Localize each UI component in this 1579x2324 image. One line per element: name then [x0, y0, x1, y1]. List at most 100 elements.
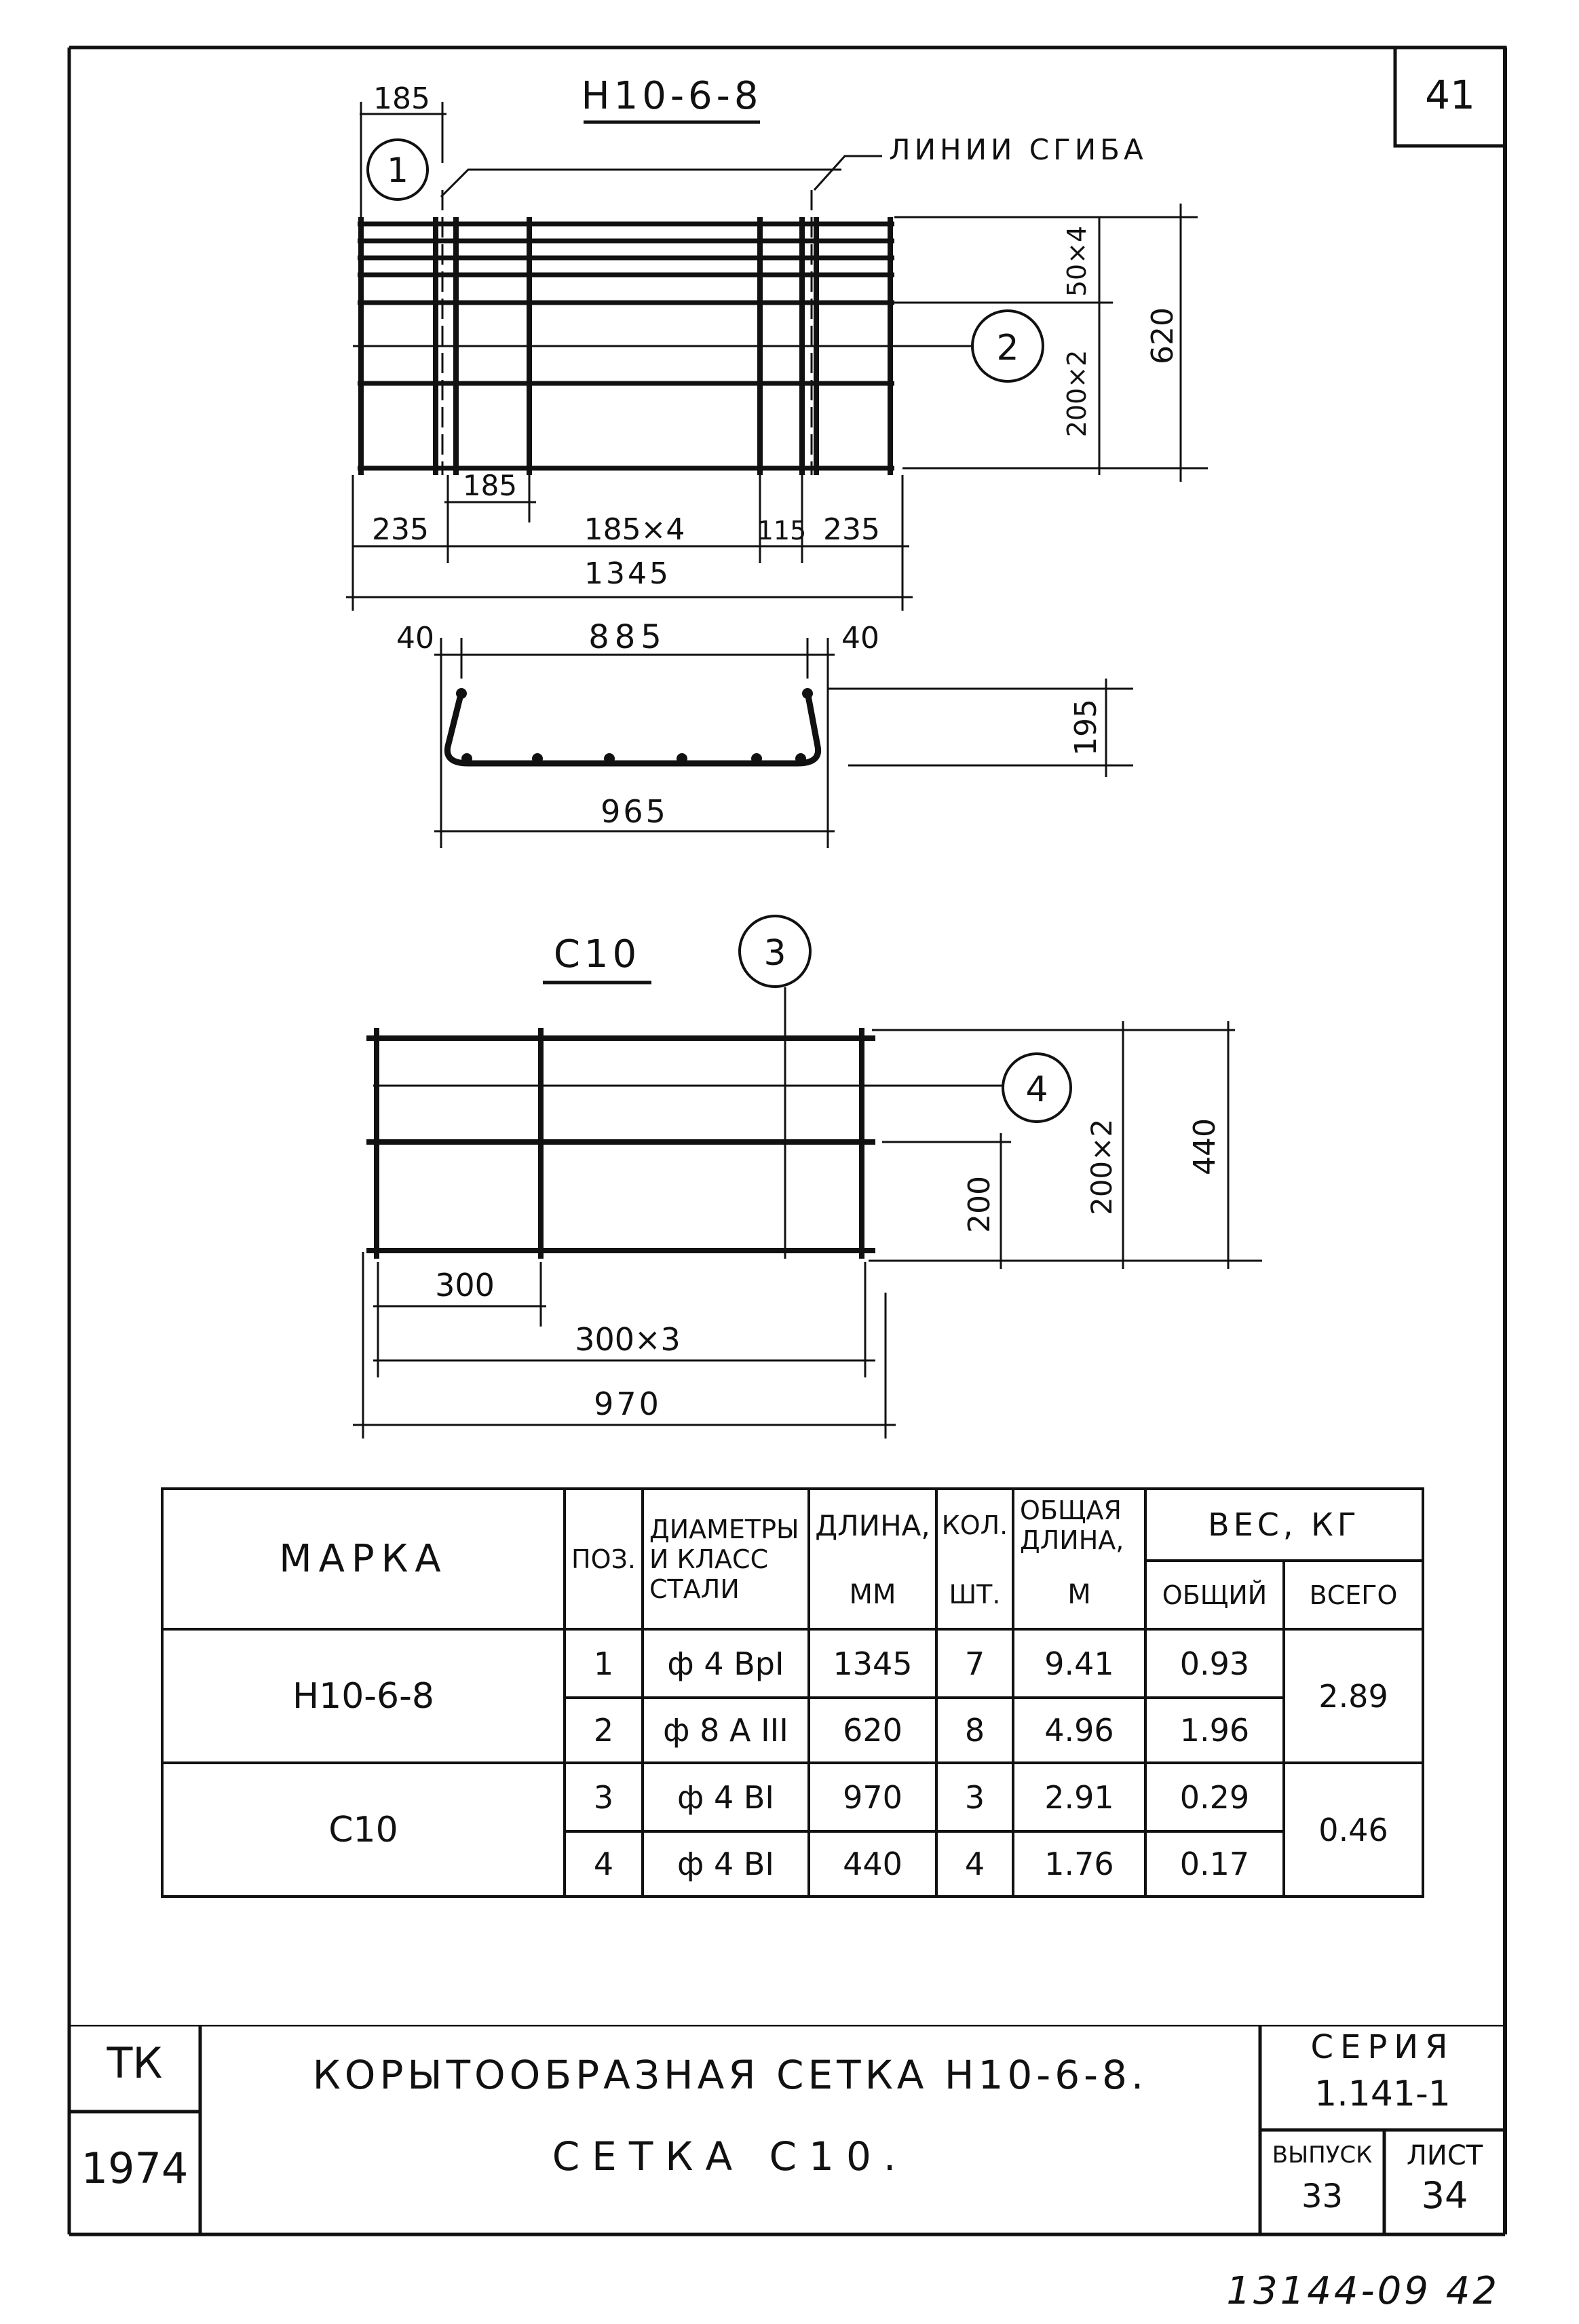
header-total-length-unit: М [1012, 1561, 1147, 1631]
position-marker-3 [738, 915, 812, 988]
diam-cell: ф 4 ВI [641, 1830, 810, 1898]
position-marker-4-label: 4 [1025, 1069, 1048, 1110]
dim-200x2-right: 200×2 [1062, 350, 1092, 438]
length-cell: 1345 [807, 1628, 938, 1700]
issue-value: 33 [1301, 2177, 1344, 2215]
document-title-line1: КОРЫТООБРАЗНАЯ СЕТКА Н10-6-8. [312, 2052, 1148, 2098]
weight-total-cell: 2.89 [1282, 1628, 1425, 1764]
table-row: Н10-6-8 1 ф 4 ВрI 1345 7 9.41 0.93 2.89 [161, 1628, 1425, 1764]
mesh-c10 [366, 987, 875, 1259]
dim-620: 620 [1145, 307, 1180, 364]
position-marker-1 [366, 138, 429, 201]
dim-185-bottom: 185 [463, 469, 517, 502]
dim-235-left: 235 [372, 512, 429, 547]
bend-lines-label: ЛИНИИ СГИБА [889, 133, 1147, 166]
specification-table: МАРКА ПОЗ. ДИАМЕТРЫ И КЛАСС СТАЛИ ДЛИНА,… [161, 1487, 1425, 1898]
issue-label: ВЫПУСК [1272, 2141, 1373, 2169]
pos-cell: 1 [563, 1628, 644, 1700]
series-label: СЕРИЯ [1310, 2028, 1455, 2066]
dim-200x2-c10: 200×2 [1085, 1119, 1118, 1215]
title-block-lines [69, 2025, 1505, 2234]
dim-185x4: 185×4 [584, 512, 685, 547]
length-cell: 620 [807, 1696, 938, 1764]
handwritten-stamp: 13144-09 42 [1226, 2269, 1500, 2313]
pos-cell: 3 [563, 1761, 644, 1833]
drawing1-dimension-lines [346, 102, 1208, 611]
dim-1345: 1345 [584, 556, 671, 591]
header-qty: КОЛ. [935, 1487, 1014, 1561]
title-block: ТК 1974 КОРЫТООБРАЗНАЯ СЕТКА Н10-6-8. СЕ… [69, 2025, 1505, 2234]
dim-965: 965 [601, 793, 668, 830]
total-length-cell: 2.91 [1012, 1761, 1147, 1833]
bend-line-leader-left [440, 168, 841, 198]
dim-115: 115 [757, 516, 807, 546]
sheet-value: 34 [1421, 2174, 1468, 2217]
dim-185-top: 185 [373, 81, 430, 116]
weight-cell: 0.17 [1144, 1830, 1285, 1898]
qty-cell: 4 [935, 1830, 1014, 1898]
mark-cell: Н10-6-8 [161, 1628, 566, 1764]
position-marker-3-label: 3 [763, 933, 786, 974]
header-length-unit: ММ [807, 1561, 938, 1631]
weight-cell: 1.96 [1144, 1696, 1285, 1764]
diam-cell: ф 8 А III [641, 1696, 810, 1764]
sheet-frame [67, 45, 1507, 2236]
header-length: ДЛИНА, [807, 1487, 938, 1561]
header-total-length: ОБЩАЯ ДЛИНА, [1012, 1487, 1147, 1561]
drawing2-dimension-lines [353, 1021, 1262, 1439]
header-weight: ВЕС, КГ [1143, 1487, 1425, 1563]
org-code: ТК [107, 2038, 163, 2088]
drawing2-title: С10 [554, 932, 641, 976]
total-length-cell: 1.76 [1012, 1830, 1147, 1898]
mark-cell: С10 [161, 1761, 566, 1898]
header-qty-unit: ШТ. [935, 1561, 1014, 1631]
header-pos: ПОЗ. [563, 1487, 644, 1631]
dim-885: 885 [588, 618, 667, 656]
pos-cell: 2 [563, 1696, 644, 1764]
document-title-line2: СЕТКА С10. [552, 2133, 909, 2179]
dim-195: 195 [1069, 699, 1103, 756]
weight-cell: 0.29 [1144, 1761, 1285, 1833]
total-length-cell: 9.41 [1012, 1628, 1147, 1700]
diam-cell: ф 4 ВрI [641, 1628, 810, 1700]
position-marker-1-label: 1 [387, 151, 408, 190]
diam-cell: ф 4 ВI [641, 1761, 810, 1833]
page-number: 41 [1425, 72, 1475, 118]
series-value: 1.141-1 [1314, 2074, 1451, 2114]
header-mark: МАРКА [161, 1487, 566, 1631]
drawing1-title: Н10-6-8 [581, 74, 762, 118]
length-cell: 440 [807, 1830, 938, 1898]
header-weight-total: ОБЩИЙ [1144, 1559, 1285, 1631]
dim-970: 970 [594, 1386, 662, 1422]
qty-cell: 8 [935, 1696, 1014, 1764]
dim-235-right: 235 [823, 512, 880, 547]
year: 1974 [81, 2144, 189, 2193]
dim-200: 200 [962, 1176, 997, 1233]
table-row: С10 3 ф 4 ВI 970 3 2.91 0.29 0.46 [161, 1761, 1425, 1898]
section-dimension-lines [434, 638, 1133, 848]
length-cell: 970 [807, 1761, 938, 1833]
qty-cell: 7 [935, 1628, 1014, 1700]
sheet-label: ЛИСТ [1406, 2140, 1483, 2171]
position-marker-2-label: 2 [996, 328, 1019, 368]
trough-section [444, 691, 822, 767]
header-diameter: ДИАМЕТРЫ И КЛАСС СТАЛИ [641, 1487, 810, 1631]
dim-40-right: 40 [841, 621, 879, 655]
dim-40-left: 40 [396, 621, 434, 655]
header-weight-all: ВСЕГО [1282, 1559, 1425, 1631]
table-row: 4 ф 4 ВI 440 4 1.76 0.17 [162, 1830, 1423, 1898]
table-row: 2 ф 8 А III 620 8 4.96 1.96 [162, 1696, 1423, 1764]
weight-total-cell: 0.46 [1282, 1761, 1425, 1898]
bend-lines-leader [813, 155, 882, 191]
pos-cell: 4 [563, 1830, 644, 1898]
dim-300: 300 [435, 1267, 495, 1303]
qty-cell: 3 [935, 1761, 1014, 1833]
weight-cell: 0.93 [1144, 1628, 1285, 1700]
dim-440: 440 [1187, 1118, 1222, 1175]
dim-300x3: 300×3 [575, 1321, 681, 1358]
position-marker-4 [1002, 1052, 1072, 1123]
dim-50x4: 50×4 [1062, 226, 1092, 297]
mesh-n10-6-8 [358, 190, 894, 475]
position-marker-2 [971, 309, 1044, 383]
